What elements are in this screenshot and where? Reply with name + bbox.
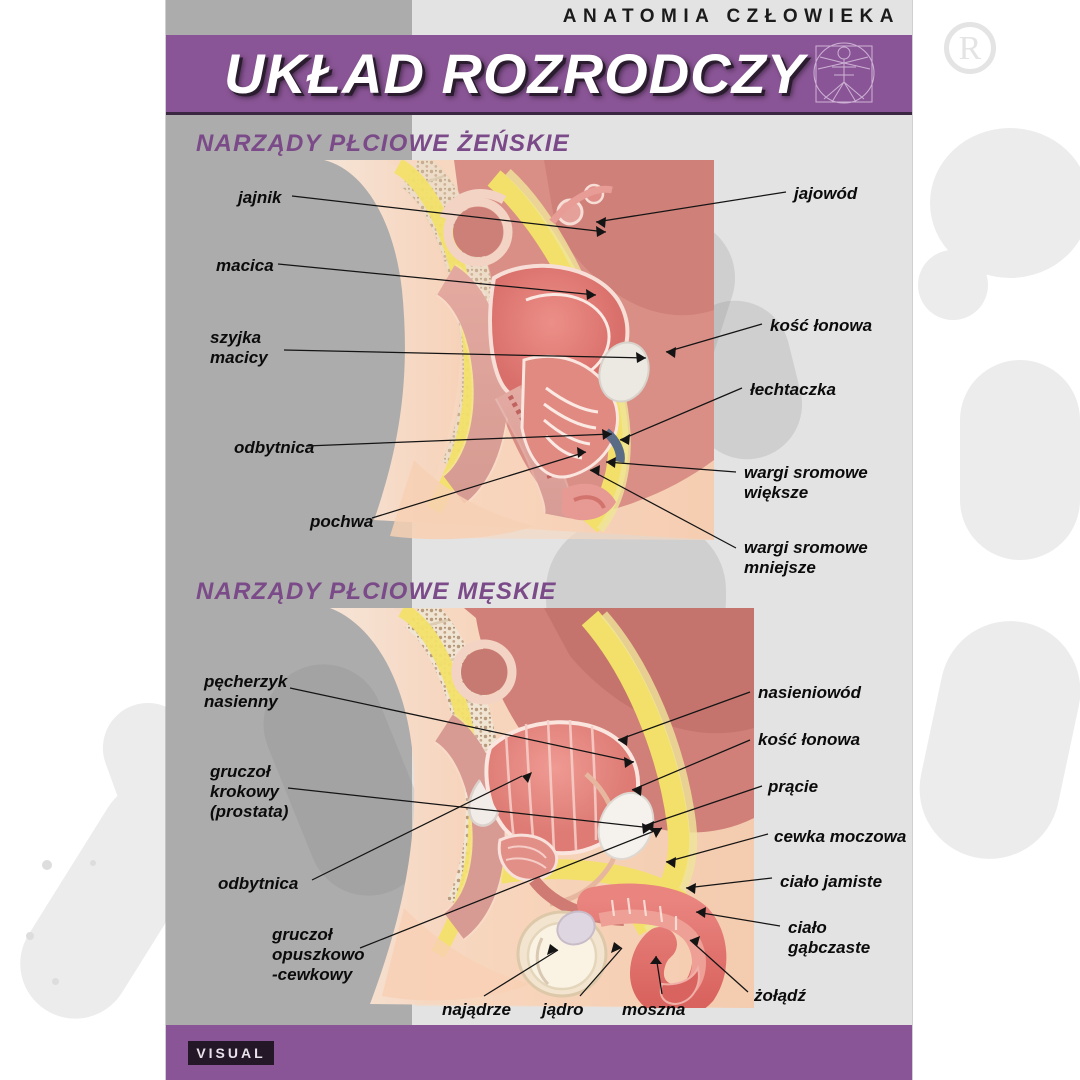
watermark-blob [930, 128, 1080, 278]
section-heading-female: NARZĄDY PŁCIOWE ŻEŃSKIE [196, 130, 570, 157]
poster-body: ANATOMIA CZŁOWIEKA UKŁAD ROZRODCZY [166, 0, 912, 1080]
watermark-dot [42, 860, 52, 870]
watermark-dot [90, 860, 96, 866]
label-najadrze: najądrze [442, 1000, 511, 1019]
watermark-blob [960, 360, 1080, 560]
label-jadro: jądro [542, 1000, 584, 1019]
label-cialo-jamiste: ciało jamiste [780, 872, 883, 891]
publisher-logo: VISUAL [188, 1041, 274, 1065]
title-band: UKŁAD ROZRODCZY [166, 35, 912, 115]
watermark-dot [26, 932, 34, 940]
label-moszna: moszna [622, 1000, 686, 1019]
label-cewka-moczowa: cewka moczowa [774, 827, 907, 846]
label-jajowod: jajowód [794, 184, 858, 203]
registered-mark-watermark: R [944, 22, 996, 74]
label-zoladz: żołądź [754, 986, 806, 1005]
female-anatomy-illustration [294, 160, 714, 540]
label-odbytnica-female: odbytnica [234, 438, 315, 457]
series-strip-left-block [166, 0, 412, 35]
series-strip: ANATOMIA CZŁOWIEKA [166, 0, 912, 35]
watermark-blob [906, 608, 1080, 872]
vitruvian-man-icon [813, 42, 875, 104]
series-label: ANATOMIA CZŁOWIEKA [562, 6, 900, 27]
label-pochwa: pochwa [310, 512, 374, 531]
label-jajnik: jajnik [238, 188, 282, 207]
label-kosc-lonowa-male: kość łonowa [758, 730, 861, 749]
poster-footer: VISUAL [166, 1025, 912, 1080]
label-kosc-lonowa-female: kość łonowa [770, 316, 873, 335]
watermark-dot [52, 978, 59, 985]
label-pracie: prącie [768, 777, 819, 796]
section-heading-male: NARZĄDY PŁCIOWE MĘSKIE [196, 578, 557, 605]
watermark-blob [918, 250, 988, 320]
label-macica: macica [216, 256, 274, 275]
page-title: UKŁAD ROZRODCZY [224, 42, 806, 105]
label-lechtaczka: łechtaczka [750, 380, 836, 399]
label-nasieniowod: nasieniowód [758, 683, 861, 702]
label-odbytnica-male: odbytnica [218, 874, 299, 893]
